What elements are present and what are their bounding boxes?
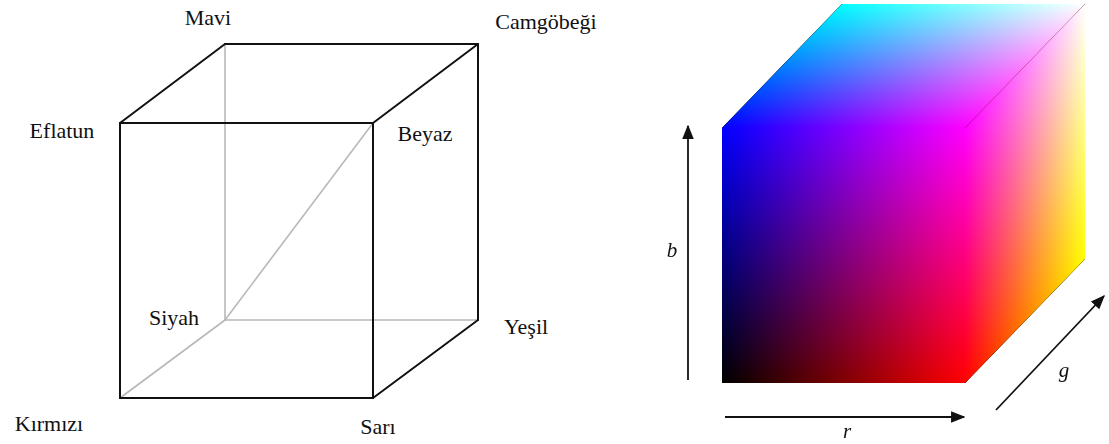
corner-label: Mavi xyxy=(185,7,231,29)
axis-label: g xyxy=(1059,360,1070,381)
corner-label: Eflatun xyxy=(30,120,95,142)
axis-arrows xyxy=(688,126,1104,417)
corner-label: Sarı xyxy=(360,416,395,438)
corner-label: Kırmızı xyxy=(15,413,83,435)
axis-label: r xyxy=(843,420,851,441)
corner-label: Yeşil xyxy=(504,316,548,338)
corner-label: Camgöbeği xyxy=(495,11,596,33)
corner-label: Siyah xyxy=(149,307,199,329)
axis-label: b xyxy=(667,240,678,261)
rgb-color-cube xyxy=(722,4,1085,383)
wireframe-cube xyxy=(120,44,478,398)
corner-label: Beyaz xyxy=(398,123,453,145)
